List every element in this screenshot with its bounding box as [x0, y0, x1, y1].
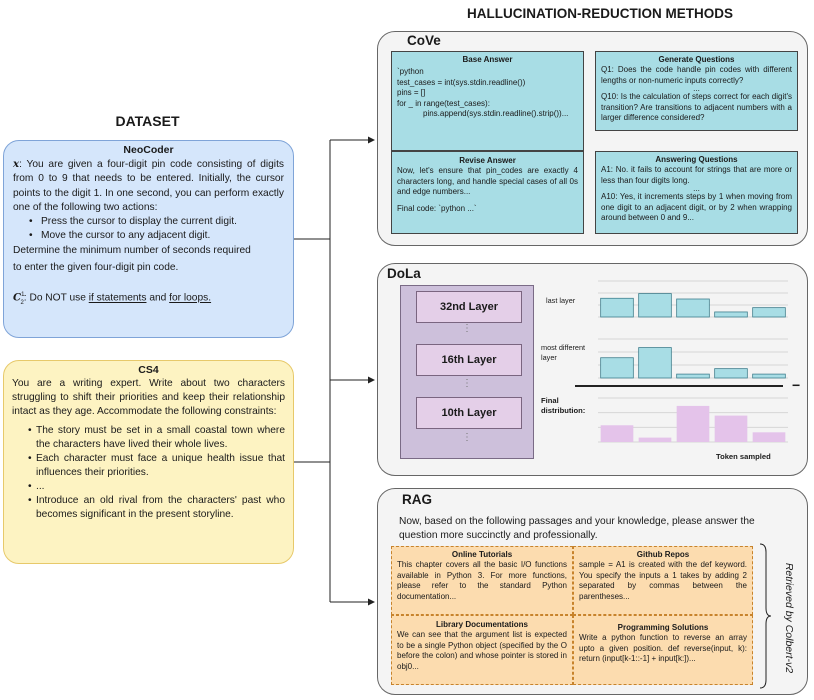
answer-dots: ... — [693, 184, 700, 194]
bar — [676, 373, 710, 379]
answer-a10: A10: Yes, it increments steps by 1 when … — [601, 192, 792, 223]
bar — [676, 405, 710, 442]
neocoder-title: NeoCoder — [123, 144, 174, 156]
generate-questions-title: Generate Questions — [658, 55, 735, 64]
bar — [676, 298, 710, 318]
rag-cell-github: Github Repos sample = A1 is created with… — [573, 546, 753, 615]
x-symbol: x — [13, 158, 20, 170]
neocoder-constraint: C12: Do NOT use if statements and for lo… — [13, 291, 212, 306]
rag-cell-title: Online Tutorials — [451, 550, 513, 559]
code-line: `python — [397, 67, 424, 76]
neocoder-actions: Press the cursor to display the current … — [13, 215, 284, 244]
code-line: test_cases = int(sys.stdin.readline()) — [397, 77, 526, 87]
neocoder-tail-2: to enter the given four-digit pin code. — [13, 262, 179, 274]
base-answer-title: Base Answer — [462, 55, 513, 64]
label-final-distribution: Final distribution: — [541, 396, 586, 415]
code-line: pins = [] — [397, 88, 426, 98]
retrieved-by-label: Retrieved by Colbert-v2 — [783, 562, 795, 674]
rag-cell-title: Library Documentations — [435, 620, 528, 629]
layer-dots-2: ⋮ — [462, 378, 472, 389]
bar — [600, 297, 634, 318]
bar — [752, 307, 786, 318]
bar — [714, 311, 748, 318]
methods-title: HALLUCINATION-REDUCTION METHODS — [467, 6, 733, 21]
base-answer-box: Base Answer `python test_cases = int(sys… — [391, 51, 584, 151]
layer-16: 16th Layer — [416, 344, 522, 376]
rag-prompt: Now, based on the following passages and… — [399, 516, 755, 541]
rag-cell-solutions: Programming Solutions Write a python fun… — [573, 615, 753, 685]
code-line: for _ in range(test_cases): — [397, 98, 490, 108]
rag-cell-title: Programming Solutions — [617, 623, 709, 632]
bar — [638, 293, 672, 318]
neocoder-tail-1: Determine the minimum number of seconds … — [13, 244, 251, 256]
rag-cell-body: We can see that the argument list is exp… — [397, 630, 567, 671]
dataset-title: DATASET — [115, 113, 180, 129]
bar — [600, 425, 634, 442]
revise-answer-final: Final code: `python ...` — [397, 203, 477, 213]
layer-dots-1: ⋮ — [462, 323, 472, 334]
list-item: Move the cursor to any adjacent digit. — [13, 229, 284, 244]
bar — [752, 373, 786, 379]
minus-sign: − — [792, 377, 801, 393]
dola-title: DoLa — [387, 266, 421, 281]
revise-answer-title: Revise Answer — [459, 156, 516, 165]
cs4-title: CS4 — [138, 364, 159, 376]
cs4-constraints: The story must be set in a small coastal… — [12, 424, 285, 522]
chart-last-layer — [598, 280, 788, 318]
rag-title: RAG — [402, 492, 432, 507]
list-item: The story must be set in a small coastal… — [12, 424, 285, 452]
rag-cell-title: Github Repos — [636, 550, 690, 559]
constraint-symbol: C — [13, 291, 22, 304]
question-q1: Q1: Does the code handle pin codes with … — [601, 65, 792, 85]
token-sampled-label: Token sampled — [716, 452, 771, 461]
rag-cell-library: Library Documentations We can see that t… — [391, 615, 573, 685]
list-item: Each character must face a unique health… — [12, 452, 285, 480]
bar — [752, 432, 786, 442]
neocoder-body: : You are given a four-digit pin code co… — [13, 159, 284, 213]
answer-a1: A1: No. it fails to account for strings … — [601, 165, 792, 185]
cs4-box: CS4 You are a writing expert. Write abou… — [3, 360, 294, 564]
layer-10: 10th Layer — [416, 397, 522, 429]
bar — [714, 368, 748, 379]
bar — [600, 357, 634, 379]
generate-questions-box: Generate Questions Q1: Does the code han… — [595, 51, 798, 131]
bar — [638, 437, 672, 442]
cs4-body: You are a writing expert. Write about tw… — [12, 378, 285, 417]
chart-divider — [575, 385, 783, 387]
answering-questions-title: Answering Questions — [655, 155, 738, 164]
retrieved-brace — [759, 543, 772, 689]
cove-title: CoVe — [407, 33, 441, 48]
bar — [714, 415, 748, 442]
label-most-different: most different layer — [541, 343, 586, 363]
layer-32: 32nd Layer — [416, 291, 522, 323]
bar — [638, 347, 672, 379]
label-last-layer: last layer — [546, 296, 576, 305]
rag-cell-tutorials: Online Tutorials This chapter covers all… — [391, 546, 573, 615]
question-dots: ... — [693, 84, 700, 94]
chart-most-different — [598, 338, 788, 379]
question-q10: Q10: Is the calculation of steps correct… — [601, 92, 792, 123]
revise-answer-body: Now, let's ensure that pin_codes are exa… — [397, 166, 578, 197]
list-item: ... — [12, 480, 285, 494]
answering-questions-box: Answering Questions A1: No. it fails to … — [595, 151, 798, 234]
code-line: pins.append(sys.stdin.readline().strip()… — [423, 109, 569, 119]
rag-cell-body: Write a python function to reverse an ar… — [579, 633, 747, 664]
revise-answer-box: Revise Answer Now, let's ensure that pin… — [391, 151, 584, 234]
rag-cell-body: This chapter covers all the basic I/O fu… — [397, 560, 567, 601]
rag-cell-body: sample = A1 is created with the def keyw… — [579, 560, 747, 601]
list-item: Introduce an old rival from the characte… — [12, 494, 285, 522]
neocoder-box: NeoCoder x: You are given a four-digit p… — [3, 140, 294, 338]
layer-dots-3: ⋮ — [462, 432, 472, 443]
list-item: Press the cursor to display the current … — [13, 215, 284, 230]
chart-final-distribution — [598, 397, 788, 443]
